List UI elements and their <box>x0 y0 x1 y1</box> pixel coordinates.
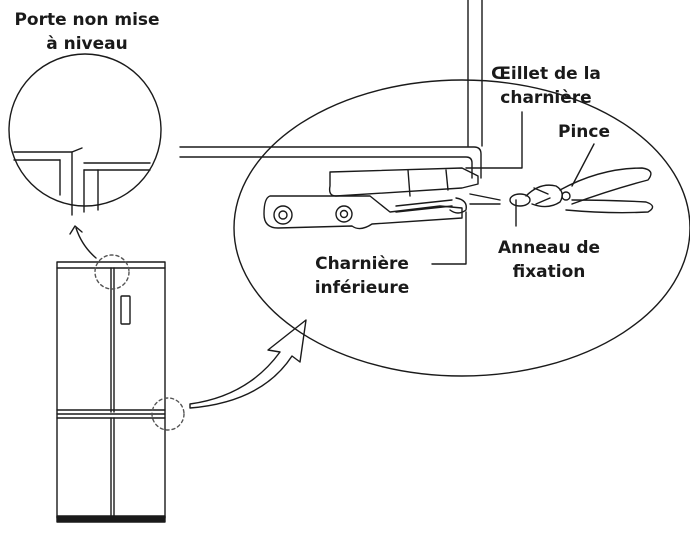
lower-hinge-assembly <box>264 168 500 229</box>
pliers-label: Pince <box>558 122 610 142</box>
door-not-level-label: Porte non mise à niveau <box>6 8 168 56</box>
lower-hinge-line-1: Charnière <box>315 254 409 274</box>
top-hinge-dashed-marker <box>95 255 129 289</box>
hinge-detail-ellipse <box>234 80 690 376</box>
door-panel <box>180 0 482 178</box>
lower-hinge-label: Charnière inférieure <box>300 252 424 300</box>
middle-hinge-dashed-marker <box>152 398 184 430</box>
leader-lower-hinge <box>432 212 466 264</box>
arrow-to-door-detail <box>76 228 96 258</box>
magnify-arrow <box>190 320 306 408</box>
hinge-eyelet-line-1: Œillet de la <box>491 64 601 84</box>
lower-hinge-line-2: inférieure <box>314 278 410 298</box>
hinge-eyelet-line-2: charnière <box>500 88 592 108</box>
leader-pliers <box>572 144 594 186</box>
refrigerator <box>57 262 165 522</box>
hinge-eyelet-label: Œillet de la charnière <box>480 62 612 110</box>
door-not-level-line-1: Porte non mise <box>14 10 160 30</box>
door-not-level-line-2: à niveau <box>46 34 128 54</box>
leader-hinge-eyelet <box>466 112 522 168</box>
retaining-ring-label: Anneau de fixation <box>482 236 616 284</box>
retaining-ring-line-1: Anneau de <box>497 238 601 258</box>
door-level-detail-circle <box>9 54 161 215</box>
retaining-ring-line-2: fixation <box>512 262 586 282</box>
pliers <box>510 168 653 213</box>
